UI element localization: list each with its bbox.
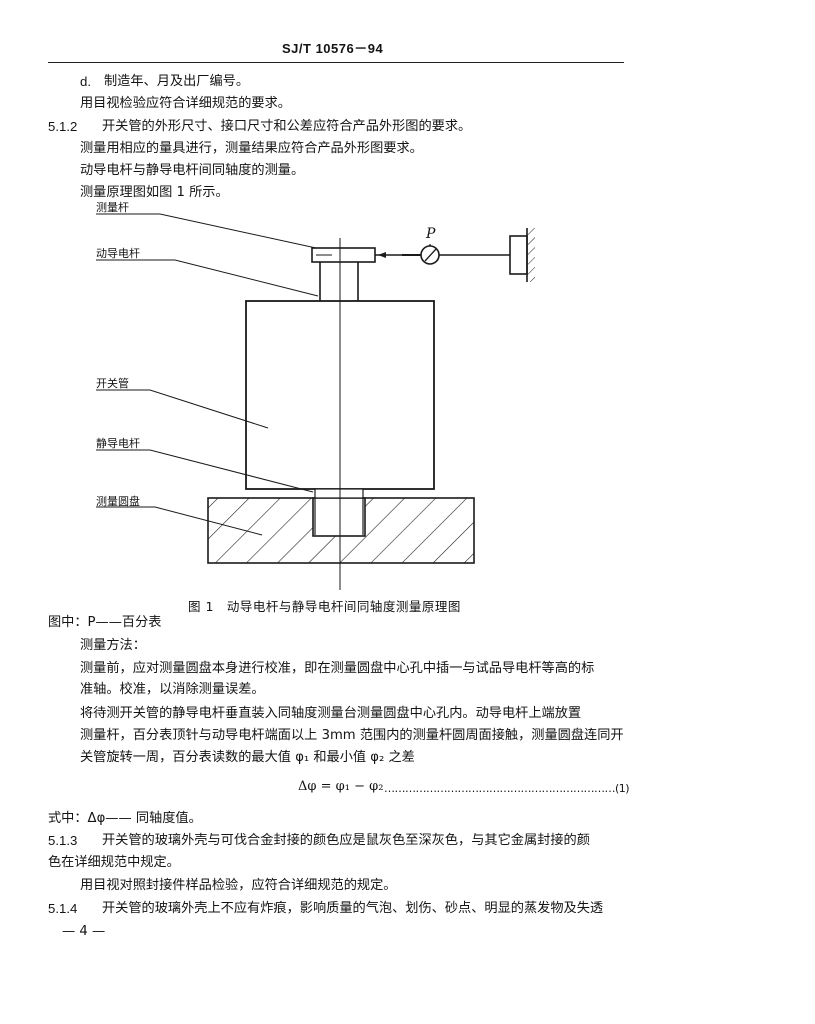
section-5-1-3-method: 用目视对照封接件样品检验，应符合详细规范的规定。 (80, 878, 397, 893)
document-number: SJ/T 10576－94 (282, 41, 384, 56)
method-paragraph-1a: 测量前，应对测量圆盘本身进行校准，即在测量圆盘中心孔中插一与试品导电杆等高的标 (80, 661, 595, 676)
section-5-1-3-text-b: 色在详细规范中规定。 (48, 855, 180, 870)
formula-where: 式中：Δφ—— 同轴度值。 (48, 811, 202, 826)
method-paragraph-1b: 准轴。校准，以消除测量误差。 (80, 682, 265, 697)
section-5-1-2-line2: 动导电杆与静导电杆间同轴度的测量。 (80, 163, 305, 178)
method-paragraph-2a: 将待测开关管的静导电杆垂直装入同轴度测量台测量圆盘中心孔内。动导电杆上端放置 (80, 706, 582, 721)
section-5-1-4-text-a: 开关管的玻璃外壳上不应有炸痕，影响质量的气泡、划伤、砂点、明显的蒸发物及失透 (102, 901, 604, 916)
label-measuring-rod: 测量杆 (96, 201, 129, 214)
label-switch-tube: 开关管 (96, 377, 129, 390)
method-paragraph-2c: 关管旋转一周，百分表读数的最大值 φ₁ 和最小值 φ₂ 之差 (80, 750, 415, 765)
page-number: — 4 — (62, 924, 106, 939)
method-title: 测量方法： (80, 638, 146, 653)
moving-rod-shape (319, 262, 359, 301)
section-5-1-3-text-a: 开关管的玻璃外壳与可伐合金封接的颜色应是鼠灰色至深灰色，与其它金属封接的颜 (102, 833, 590, 848)
label-gauge-p: P (426, 226, 436, 242)
item-d-label: d. (80, 74, 91, 89)
method-paragraph-2b: 测量杆，百分表顶针与动导电杆端面以上 3mm 范围内的测量杆圆周面接触，测量圆盘… (80, 728, 624, 743)
label-static-rod: 静导电杆 (96, 437, 140, 450)
section-5-1-3-number: 5.1.3 (48, 833, 78, 848)
dial-gauge-icon (375, 244, 510, 265)
label-moving-rod: 动导电杆 (96, 247, 140, 260)
section-5-1-2-line3: 测量原理图如图 1 所示。 (80, 185, 229, 200)
item-d-method: 用目视检验应符合详细规范的要求。 (80, 96, 291, 111)
label-measuring-disc: 测量圆盘 (96, 495, 140, 508)
section-5-1-4-number: 5.1.4 (48, 901, 78, 916)
leader-lines (96, 213, 319, 536)
static-rod-shape (314, 488, 364, 499)
figure-legend: 图中：P——百分表 (48, 615, 162, 630)
formula-number: …………………………………………………………(1) (384, 782, 630, 795)
formula-expression: Δφ = φ₁ − φ₂ (298, 779, 384, 794)
header-rule (48, 62, 624, 63)
item-d-text: 制造年、月及出厂编号。 (104, 74, 250, 89)
figure-1-caption: 图 1 动导电杆与静导电杆间同轴度测量原理图 (188, 599, 461, 614)
section-5-1-2-title: 开关管的外形尺寸、接口尺寸和公差应符合产品外形图的要求。 (102, 119, 472, 134)
wall-mount-icon (509, 228, 535, 282)
measuring-disc-shape (207, 497, 475, 564)
section-5-1-2-line1: 测量用相应的量具进行，测量结果应符合产品外形图要求。 (80, 141, 423, 156)
section-5-1-2-number: 5.1.2 (48, 119, 78, 134)
